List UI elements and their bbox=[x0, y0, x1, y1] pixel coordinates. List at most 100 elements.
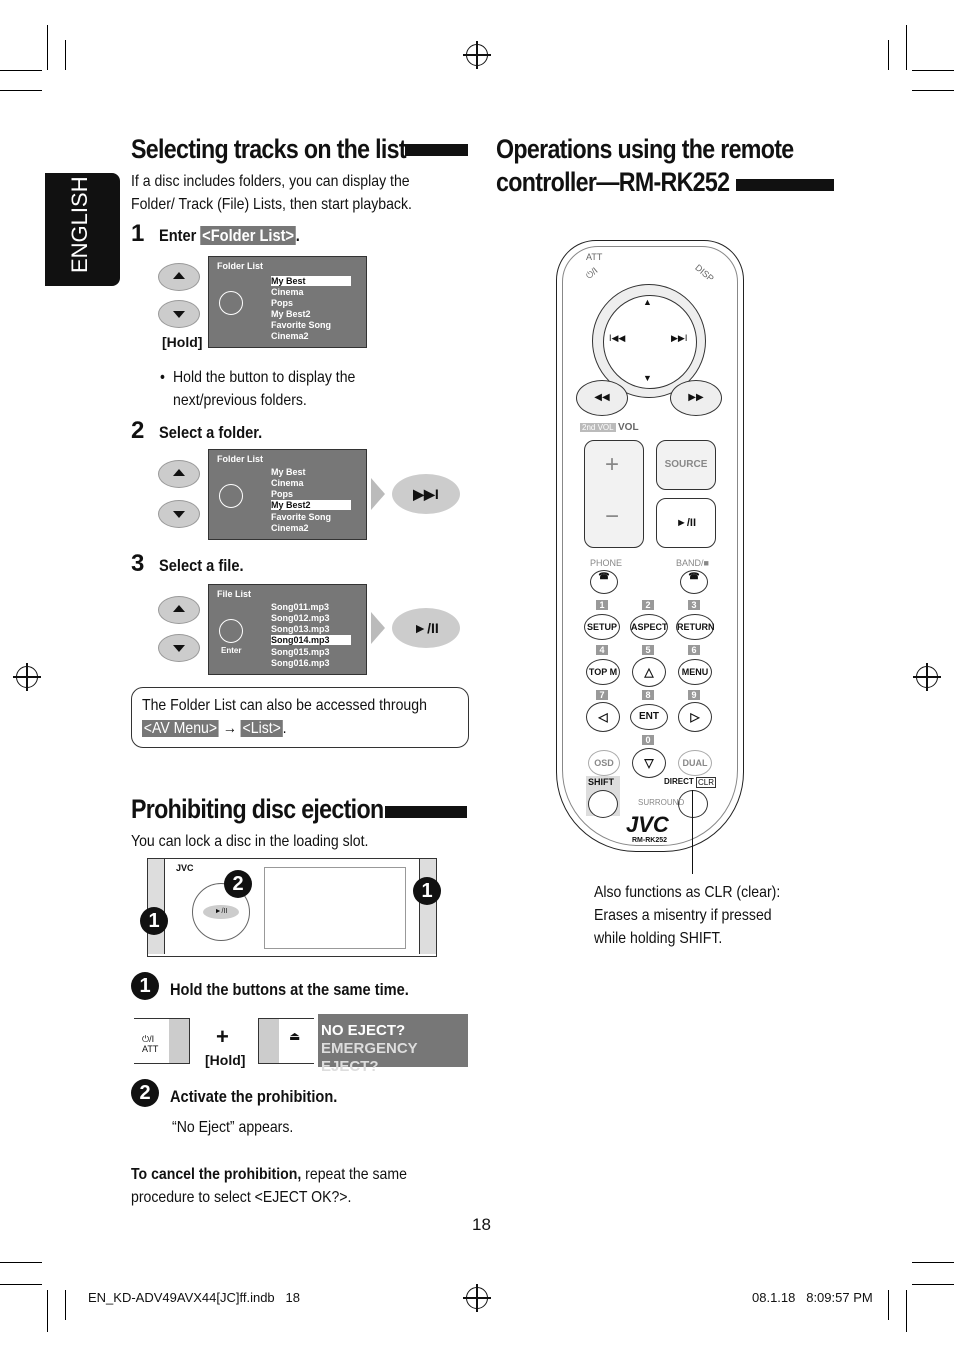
next-icon: ▶▶I bbox=[671, 333, 688, 343]
callout-1: 1 bbox=[140, 907, 168, 935]
second-vol-label: 2nd VOL bbox=[580, 423, 616, 432]
top-menu-button[interactable]: TOP M bbox=[586, 659, 620, 685]
up-button[interactable] bbox=[158, 460, 200, 488]
footer-file: EN_KD-ADV49AVX44[JC]ff.indb 18 bbox=[88, 1290, 300, 1305]
number-label: 1 bbox=[596, 600, 608, 610]
up-icon: ▲ bbox=[643, 297, 652, 307]
left-triangle-button[interactable]: ◁ bbox=[586, 702, 620, 732]
up-button[interactable] bbox=[158, 263, 200, 291]
unit-play-button[interactable]: ►/II bbox=[203, 905, 239, 919]
menu-button[interactable]: MENU bbox=[678, 659, 712, 685]
att-label: ⏻/I ATT bbox=[142, 1034, 159, 1054]
crop-mark bbox=[0, 90, 42, 91]
jvc-logo: JVC bbox=[626, 812, 669, 837]
vol-rocker[interactable]: + − bbox=[584, 440, 644, 548]
title-bar bbox=[385, 806, 467, 818]
section-title-selecting: Selecting tracks on the list bbox=[131, 134, 407, 164]
down-button[interactable] bbox=[158, 500, 200, 528]
unit-dial[interactable]: ►/II bbox=[192, 883, 250, 941]
list-item: My Best bbox=[271, 467, 306, 477]
crop-mark bbox=[47, 1290, 48, 1332]
eject-button-diagram: ⏏ bbox=[258, 1018, 314, 1064]
next-folder-button[interactable]: ▶▶I bbox=[392, 474, 460, 514]
file-list-screen: File List Song011.mp3 Song012.mp3 Song01… bbox=[208, 584, 367, 675]
screen-title: Folder List bbox=[217, 261, 264, 271]
eject-button-shade bbox=[259, 1019, 279, 1063]
nav-center[interactable] bbox=[603, 295, 697, 389]
fast-forward-button[interactable]: ▶▶ bbox=[670, 380, 722, 416]
dual-button[interactable]: DUAL bbox=[678, 750, 712, 776]
vol-label: VOL bbox=[618, 422, 639, 433]
language-tab: ENGLISH bbox=[45, 173, 120, 286]
folder-list-screen-1: Folder List My Best Cinema Pops My Best2… bbox=[208, 256, 367, 348]
surround-label: SURROUND bbox=[638, 798, 685, 807]
list-item: Pops bbox=[271, 489, 294, 499]
nav-ring[interactable]: ▲ ▼ I◀◀ ▶▶I bbox=[592, 284, 706, 398]
step2-label: Select a folder. bbox=[159, 423, 263, 442]
osd-button[interactable]: OSD bbox=[588, 750, 620, 776]
crop-mark bbox=[47, 25, 48, 70]
list-item: Song011.mp3 bbox=[271, 602, 330, 612]
rewind-button[interactable]: ◀◀ bbox=[576, 380, 628, 416]
hold-label: [Hold] bbox=[162, 334, 203, 350]
crop-mark bbox=[65, 1290, 66, 1320]
list-item: Cinema bbox=[271, 287, 304, 297]
intro-text: If a disc includes folders, you can disp… bbox=[131, 173, 412, 213]
vol-down-icon: − bbox=[605, 503, 620, 530]
title-bar bbox=[736, 179, 834, 191]
play-pause-button[interactable]: ►/II bbox=[392, 608, 460, 648]
list-item: Song016.mp3 bbox=[271, 658, 330, 668]
down-triangle-button[interactable]: ▽ bbox=[632, 748, 666, 778]
crop-mark bbox=[912, 70, 954, 71]
crop-mark bbox=[0, 1262, 42, 1263]
direct-clr-button[interactable] bbox=[678, 790, 708, 818]
crop-mark bbox=[912, 1284, 954, 1285]
phone-end-button[interactable]: ☎ bbox=[680, 570, 708, 594]
right-triangle-button[interactable]: ▷ bbox=[678, 702, 712, 732]
down-button[interactable] bbox=[158, 300, 200, 328]
screen-title: File List bbox=[217, 589, 252, 599]
enter-button[interactable]: ENT bbox=[630, 704, 668, 730]
section-title-eject: Prohibiting disc ejection bbox=[131, 794, 384, 824]
crop-mark bbox=[65, 40, 66, 70]
registration-mark bbox=[463, 1284, 491, 1312]
aspect-button[interactable]: ASPECT bbox=[630, 614, 668, 640]
vol-up-icon: + bbox=[605, 451, 620, 478]
step-number: 1 bbox=[131, 220, 145, 247]
list-item: Pops bbox=[271, 298, 294, 308]
shift-button[interactable] bbox=[588, 790, 618, 818]
display-line-1: NO EJECT? bbox=[321, 1022, 406, 1039]
crop-mark bbox=[888, 1290, 889, 1320]
play-pause-button[interactable]: ►/II bbox=[656, 498, 716, 548]
list-item: My Best bbox=[271, 276, 351, 286]
language-label: ENGLISH bbox=[67, 176, 92, 273]
down-button[interactable] bbox=[158, 634, 200, 662]
eject-step1-label: Hold the buttons at the same time. bbox=[170, 980, 409, 999]
return-button[interactable]: RETURN bbox=[676, 614, 715, 640]
list-item: Song014.mp3 bbox=[271, 635, 351, 645]
list-item: My Best2 bbox=[271, 309, 311, 319]
display-line-2: EMERGENCY EJECT? bbox=[321, 1040, 418, 1075]
source-button[interactable]: SOURCE bbox=[656, 440, 716, 490]
model-label: RM-RK252 bbox=[632, 837, 668, 844]
band-label: BAND/■ bbox=[676, 558, 709, 568]
phone-call-button[interactable]: ☎ bbox=[590, 570, 618, 594]
head-unit: JVC ►/II bbox=[147, 858, 437, 957]
eject-display: NO EJECT? EMERGENCY EJECT? bbox=[318, 1014, 468, 1075]
list-item: My Best2 bbox=[271, 500, 351, 510]
dial-icon bbox=[219, 291, 243, 315]
number-label: 5 bbox=[642, 645, 654, 655]
crop-mark bbox=[906, 1290, 907, 1332]
number-label: 4 bbox=[596, 645, 608, 655]
number-label: 9 bbox=[688, 690, 700, 700]
callout-1: 1 bbox=[413, 877, 441, 905]
bullet-dot: • bbox=[160, 369, 165, 386]
up-triangle-button[interactable]: △ bbox=[632, 657, 666, 687]
arrow-right-icon bbox=[371, 612, 385, 644]
section-title-remote: Operations using the remote bbox=[496, 134, 794, 164]
callout-2: 2 bbox=[224, 870, 252, 898]
cancel-text: To cancel the prohibition, repeat the sa… bbox=[131, 1166, 407, 1206]
att-button-shade bbox=[169, 1019, 189, 1063]
setup-button[interactable]: SETUP bbox=[584, 614, 620, 640]
up-button[interactable] bbox=[158, 596, 200, 624]
